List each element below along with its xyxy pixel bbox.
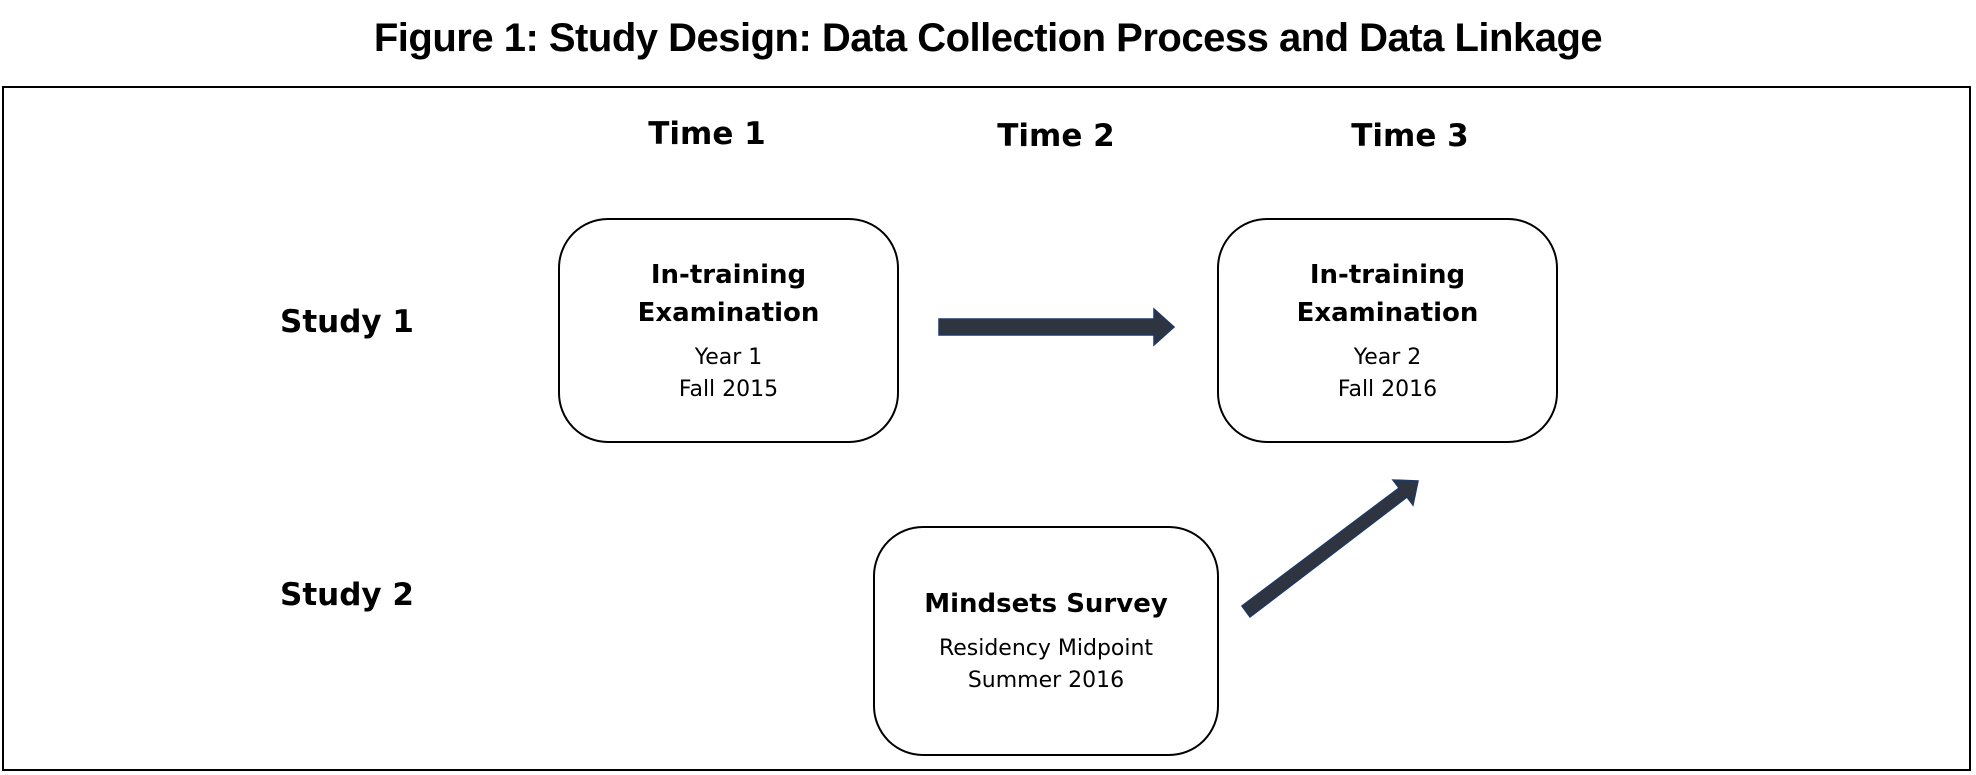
exam-year-1-year: Year 1 (694, 344, 763, 370)
exam-year-1-title-line1: In-training (650, 259, 807, 290)
diagram-frame (2, 86, 1971, 771)
figure-title: Figure 1: Study Design: Data Collection … (373, 16, 1603, 60)
study-1-label: Study 1 (280, 304, 414, 340)
time-3-label: Time 3 (1351, 118, 1469, 154)
time-2-label: Time 2 (997, 118, 1115, 154)
exam-year-1-title-line2: Examination (637, 297, 820, 328)
exam-year-2-box: In-training Examination Year 2 Fall 2016 (1217, 218, 1558, 443)
time-1-label: Time 1 (648, 116, 766, 152)
exam-year-2-title-line2: Examination (1296, 297, 1479, 328)
mindsets-survey-timing: Residency Midpoint (938, 636, 1154, 661)
exam-year-1-date: Fall 2015 (678, 376, 779, 402)
exam-year-2-year: Year 2 (1353, 344, 1422, 370)
study-2-label: Study 2 (280, 577, 414, 613)
mindsets-survey-box: Mindsets Survey Residency Midpoint Summe… (873, 526, 1219, 756)
mindsets-survey-title: Mindsets Survey (924, 589, 1168, 619)
exam-year-2-title-line1: In-training (1309, 259, 1466, 290)
exam-year-2-date: Fall 2016 (1337, 376, 1438, 402)
mindsets-survey-date: Summer 2016 (967, 668, 1125, 693)
exam-year-1-box: In-training Examination Year 1 Fall 2015 (558, 218, 899, 443)
